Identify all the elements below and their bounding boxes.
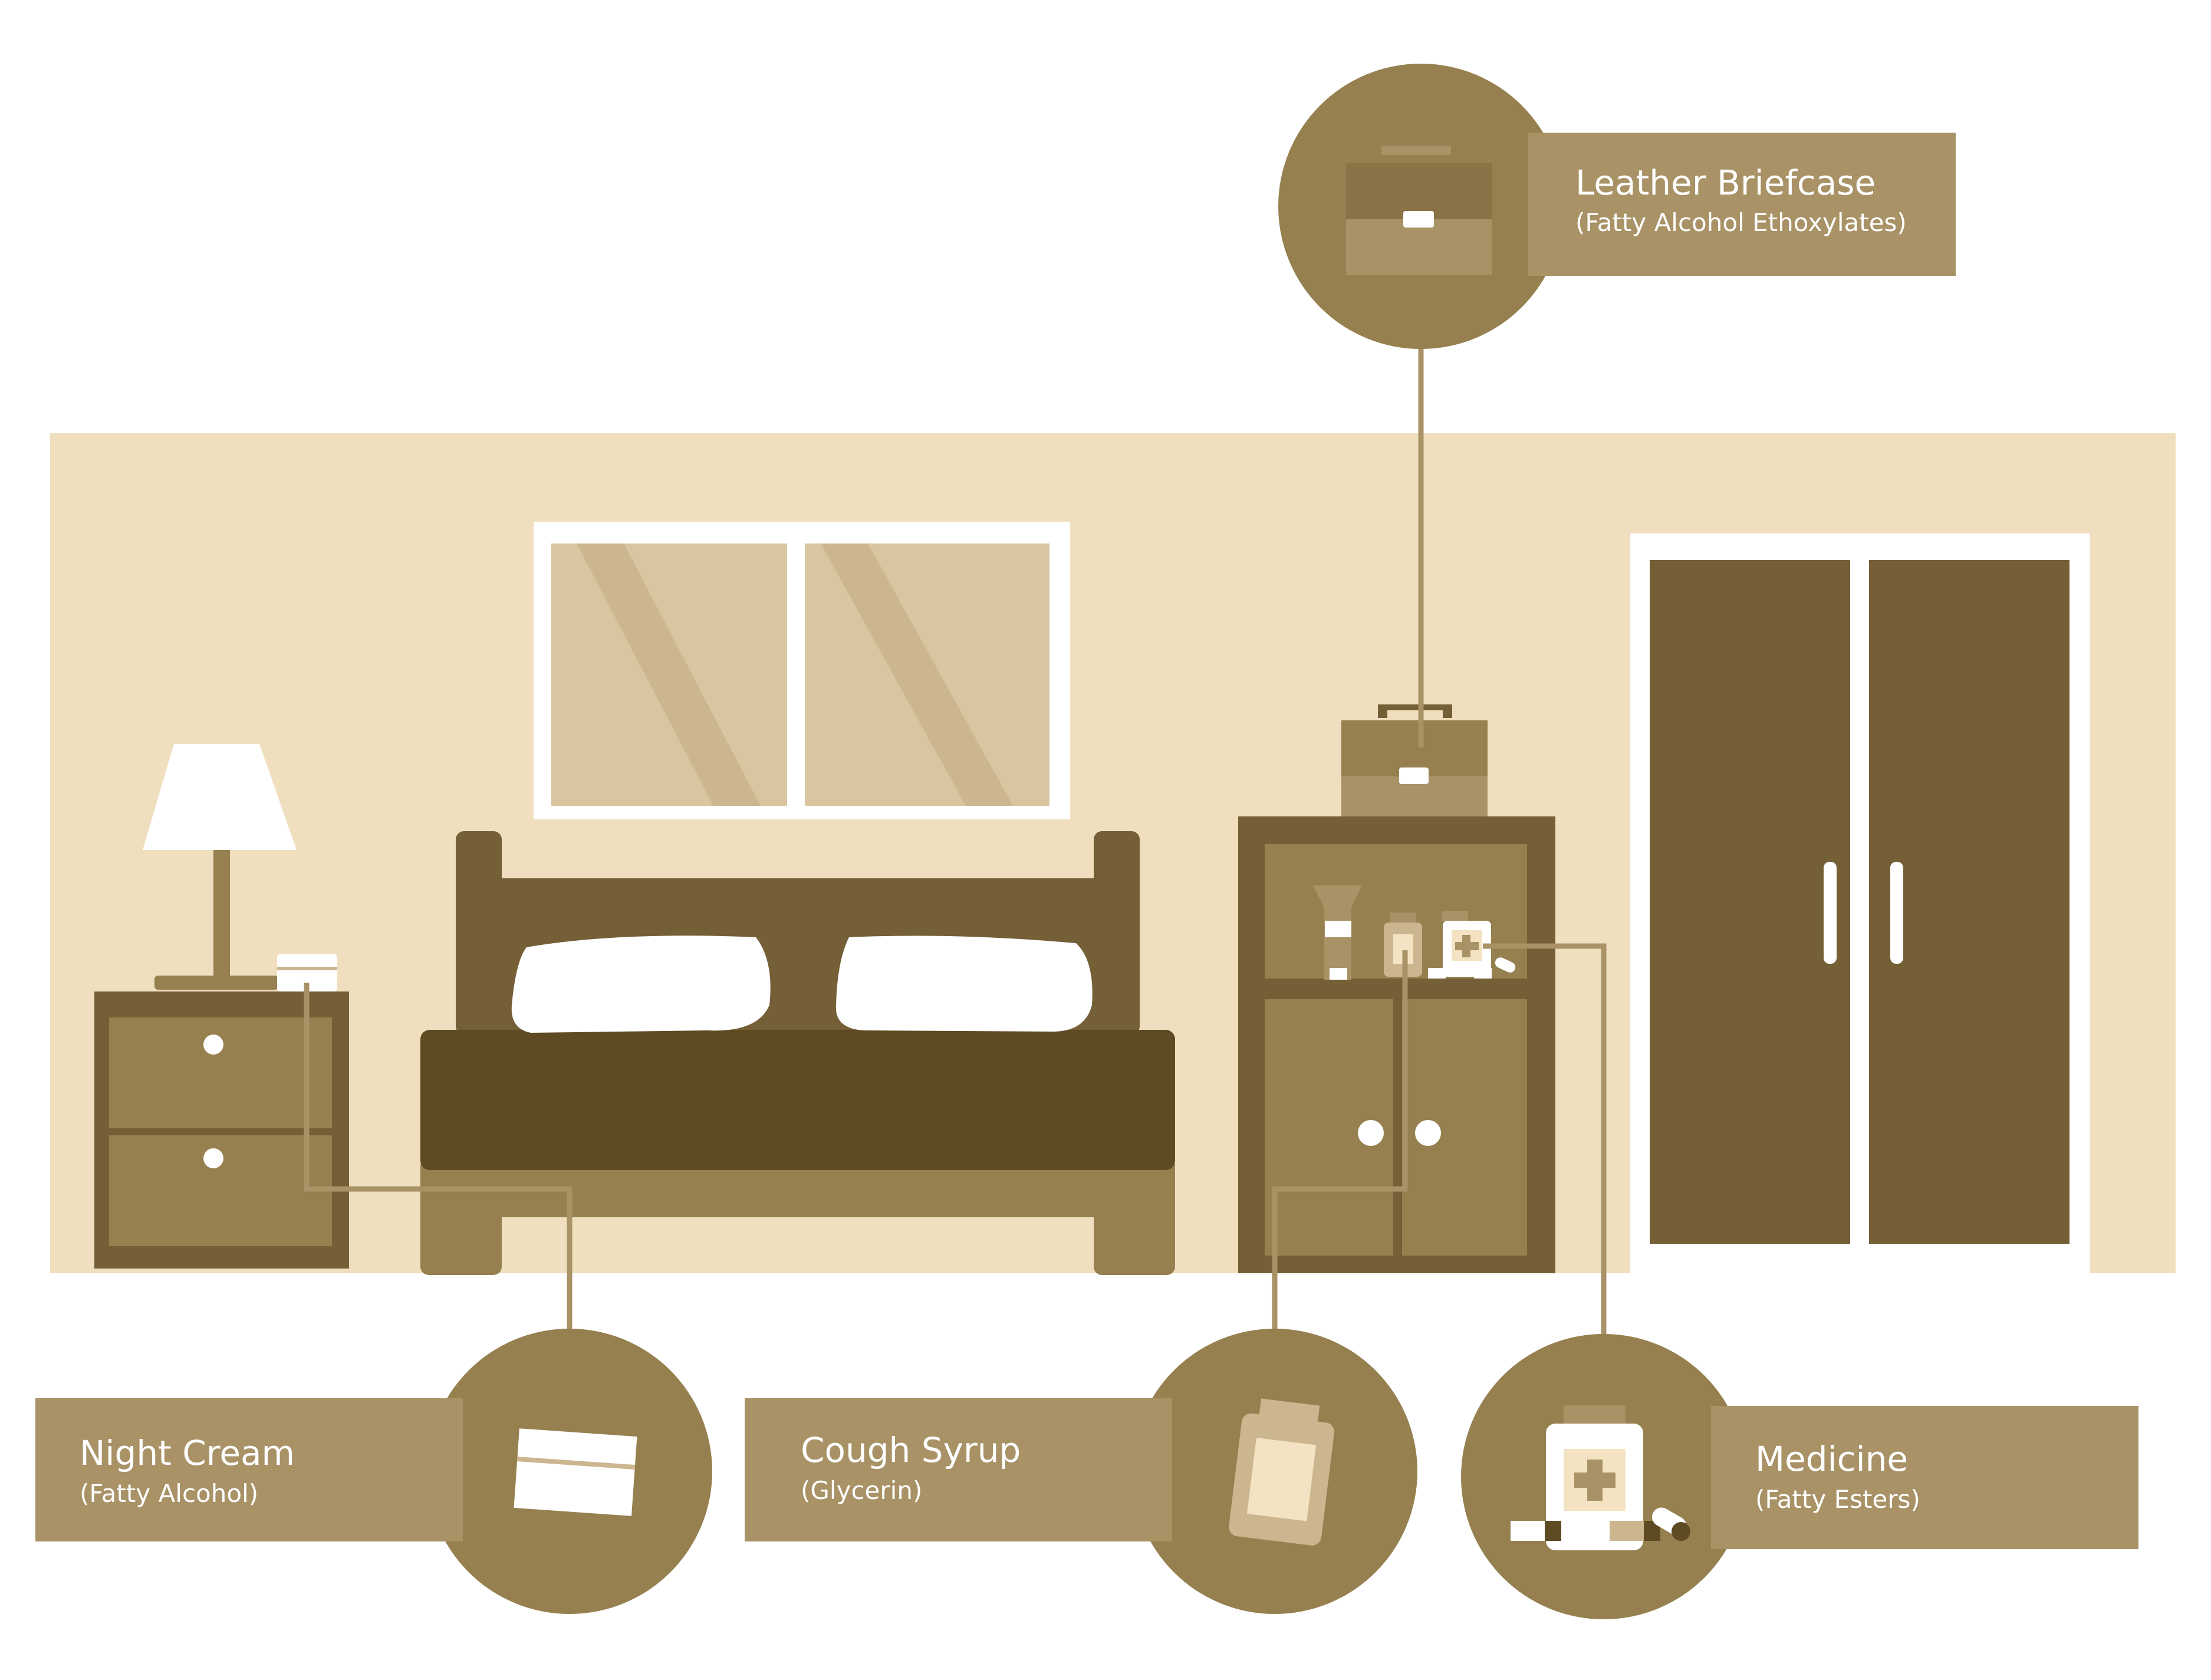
medicine-title: Medicine (1755, 1439, 1908, 1479)
syrup-bottle-icon (1229, 1398, 1334, 1546)
night-cream-jar (277, 954, 337, 991)
medicine-bottle-icon (1511, 1405, 1690, 1550)
briefcase-icon (1346, 146, 1492, 275)
callout-medicine: Medicine (Fatty Esters) (1461, 1334, 2138, 1619)
briefcase (1341, 704, 1488, 816)
night-cream-title: Night Cream (80, 1433, 295, 1473)
wardrobe (1630, 533, 2090, 1273)
shelf-bottles (1313, 885, 1516, 980)
table-lamp (143, 744, 297, 990)
cabinet (1238, 816, 1555, 1273)
callout-night-cream: Night Cream (Fatty Alcohol) (35, 1329, 712, 1614)
medicine-subtitle: (Fatty Esters) (1755, 1485, 1920, 1514)
night-cream-subtitle: (Fatty Alcohol) (80, 1479, 258, 1508)
bed (420, 831, 1175, 1275)
connector-lines (304, 348, 1607, 1335)
cream-jar-icon (514, 1428, 637, 1516)
briefcase-subtitle: (Fatty Alcohol Ethoxylates) (1575, 208, 1907, 237)
callout-briefcase: Leather Briefcase (Fatty Alcohol Ethoxyl… (1278, 64, 1956, 349)
callout-cough-syrup: Cough Syrup (Glycerin) (745, 1329, 1417, 1614)
cough-syrup-subtitle: (Glycerin) (801, 1476, 922, 1505)
nightstand (94, 991, 349, 1269)
briefcase-title: Leather Briefcase (1575, 163, 1876, 203)
window (534, 522, 1070, 819)
cough-syrup-title: Cough Syrup (801, 1430, 1021, 1470)
